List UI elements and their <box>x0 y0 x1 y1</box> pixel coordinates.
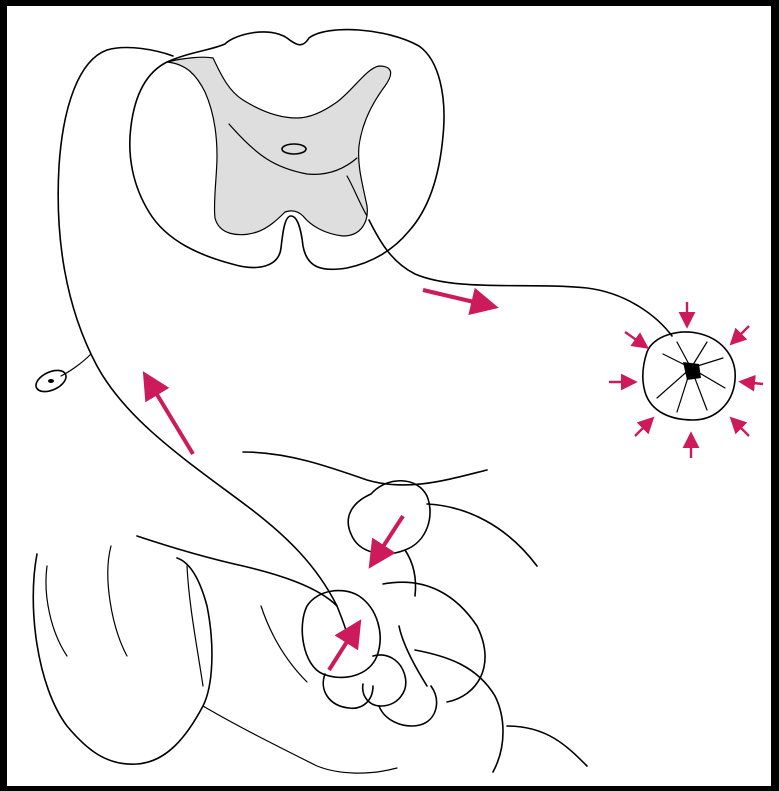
diagram-canvas <box>7 6 771 786</box>
contraction-arrows <box>609 302 763 458</box>
activation-arrow-spindle-bottom <box>329 626 357 670</box>
muscle-fiber-icon <box>643 332 735 420</box>
spinal-cord-cross-section <box>130 30 444 270</box>
activation-arrow-spindle-top <box>373 516 403 562</box>
activation-arrow-afferent <box>147 378 193 454</box>
gray-matter <box>167 57 391 236</box>
muscle-outline <box>243 452 587 772</box>
limb-outline <box>33 536 397 773</box>
activation-arrow-efferent <box>423 290 491 306</box>
muscle-spindle <box>302 591 436 726</box>
reflex-arc-diagram <box>7 6 771 786</box>
efferent-nerve-fiber <box>369 220 672 336</box>
dorsal-root-ganglion-icon <box>33 366 70 396</box>
